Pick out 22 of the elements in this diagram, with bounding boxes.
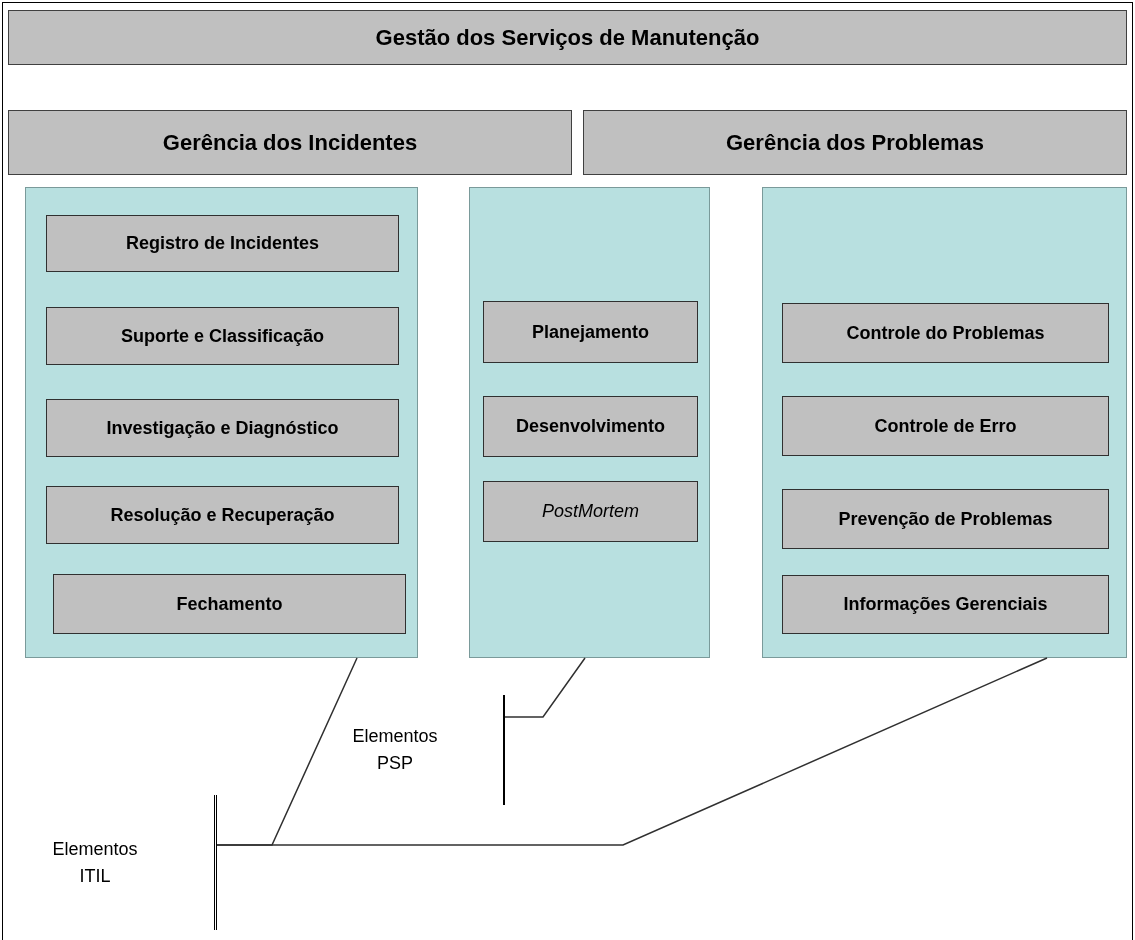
group-panel — [762, 187, 1127, 658]
group-panel — [469, 187, 710, 658]
process-box: Investigação e Diagnóstico — [46, 399, 399, 457]
leader-line — [504, 657, 586, 718]
group-panel — [25, 187, 418, 658]
header-box: Gerência dos Problemas — [583, 110, 1127, 175]
header-box: Gerência dos Incidentes — [8, 110, 572, 175]
process-box: Desenvolvimento — [483, 396, 698, 457]
process-box: Prevenção de Problemas — [782, 489, 1109, 549]
process-box: Resolução e Recuperação — [46, 486, 399, 544]
process-box: Fechamento — [53, 574, 406, 634]
leader-line — [216, 657, 1048, 846]
process-box: Controle de Erro — [782, 396, 1109, 456]
process-box: Suporte e Classificação — [46, 307, 399, 365]
callout-label: Elementos ITIL — [40, 795, 217, 930]
process-box: Registro de Incidentes — [46, 215, 399, 272]
process-box: Informações Gerenciais — [782, 575, 1109, 634]
process-box: Planejamento — [483, 301, 698, 363]
callout-label: Elementos PSP — [340, 695, 505, 805]
title-box: Gestão dos Serviços de Manutenção — [8, 10, 1127, 65]
process-box: Controle do Problemas — [782, 303, 1109, 363]
process-box: PostMortem — [483, 481, 698, 542]
